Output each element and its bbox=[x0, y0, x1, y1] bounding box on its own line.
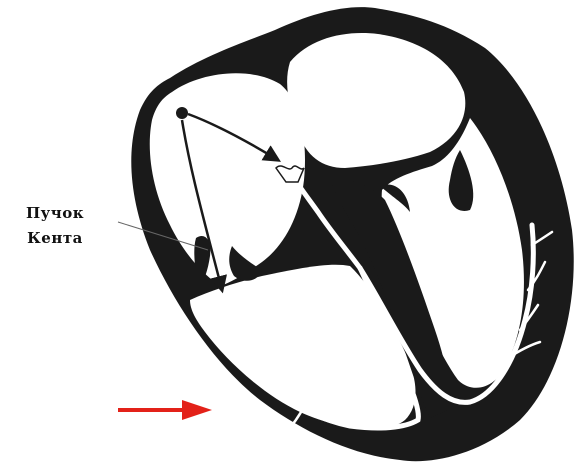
red-arrow-icon bbox=[118, 400, 212, 420]
sa-node bbox=[176, 107, 188, 119]
kent-bundle-label-line1: Пучок bbox=[8, 201, 102, 226]
kent-bundle-label: Пучок Кента bbox=[8, 201, 102, 251]
kent-bundle-label-line2: Кента bbox=[8, 226, 102, 251]
